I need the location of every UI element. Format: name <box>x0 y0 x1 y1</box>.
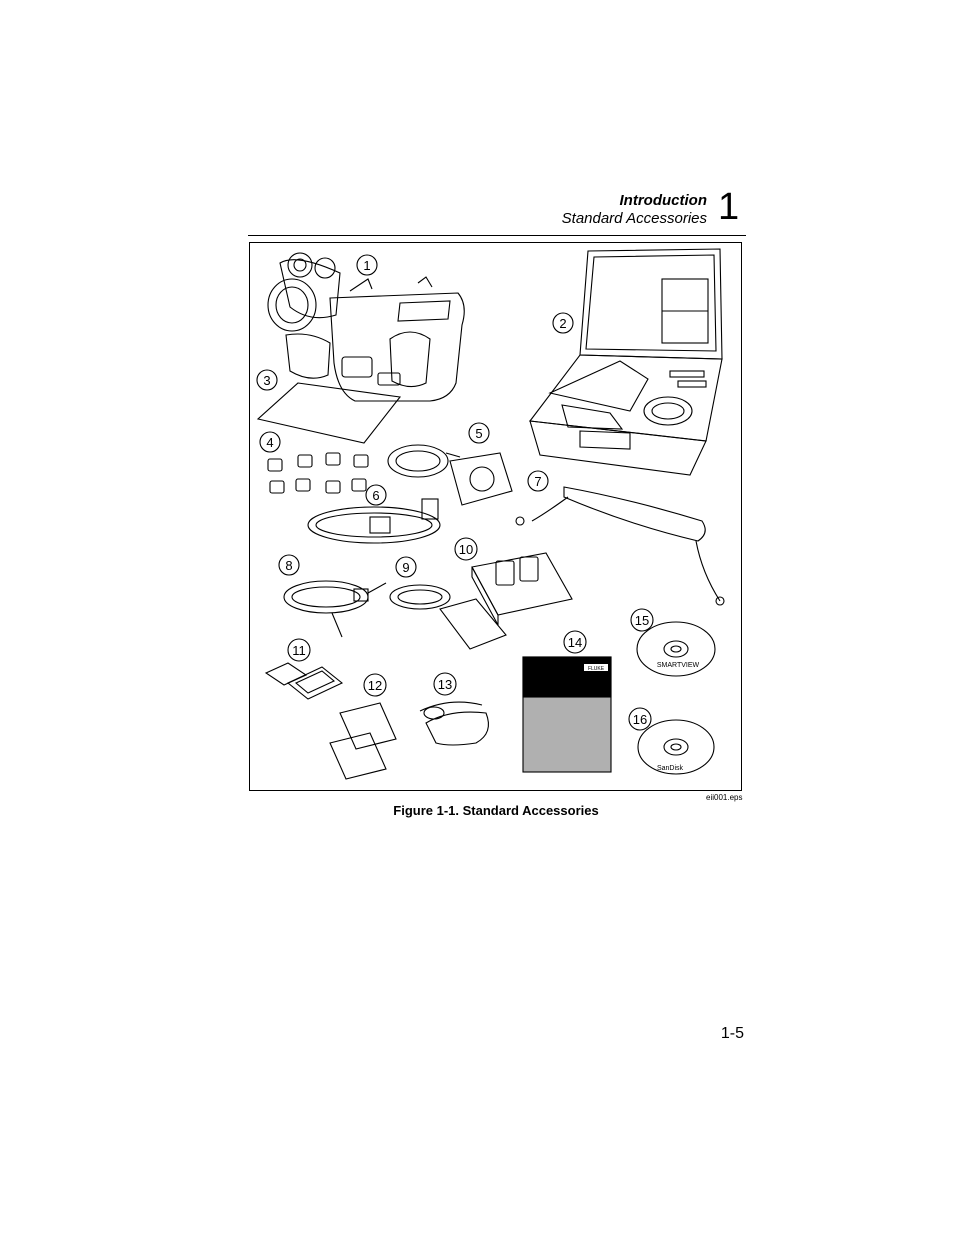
svg-text:12: 12 <box>368 678 382 693</box>
chapter-number: 1 <box>718 186 740 228</box>
callout-11: 11 <box>287 638 311 662</box>
user-manual-illustration: FLUKE <box>522 656 612 773</box>
svg-text:13: 13 <box>438 677 452 692</box>
battery-charger-illustration <box>471 552 573 626</box>
callout-9: 9 <box>395 556 417 578</box>
cd1-label-text: SMARTVIEW <box>657 662 700 669</box>
battery-pack-illustration <box>267 452 369 494</box>
figure-file-label: eii001.eps <box>706 793 743 802</box>
callout-15: 15 <box>630 608 654 632</box>
carrying-case-illustration <box>528 248 723 476</box>
line-cord-illustration <box>307 498 441 544</box>
svg-text:5: 5 <box>475 426 482 441</box>
svg-text:8: 8 <box>285 558 292 573</box>
svg-text:7: 7 <box>534 474 541 489</box>
callout-10: 10 <box>454 537 478 561</box>
header-rule <box>248 235 746 236</box>
cd2-label-text: SanDisk <box>657 765 684 772</box>
svg-text:3: 3 <box>263 373 270 388</box>
svg-text:14: 14 <box>568 635 582 650</box>
callout-3: 3 <box>256 369 278 391</box>
callout-7: 7 <box>527 470 549 492</box>
callout-5: 5 <box>468 422 490 444</box>
card-reader-illustration <box>329 702 397 780</box>
memory-card-illustration <box>264 662 344 700</box>
thermal-imager-illustration <box>267 252 465 402</box>
lens-cloth-illustration <box>256 382 402 444</box>
svg-text:10: 10 <box>459 542 473 557</box>
figure-standard-accessories: FLUKE SMARTVIEW SanDisk 1 2 3 4 5 6 7 8 … <box>249 242 742 791</box>
smartview-cd-illustration: SMARTVIEW <box>636 621 716 677</box>
callouts: 1 2 3 4 5 6 7 8 9 10 11 12 13 14 15 16 <box>256 254 654 731</box>
svg-text:16: 16 <box>633 712 647 727</box>
usb-reader-illustration <box>419 701 489 746</box>
callout-12: 12 <box>363 673 387 697</box>
callout-16: 16 <box>628 707 652 731</box>
chapter-title: Introduction <box>619 192 707 209</box>
svg-text:6: 6 <box>372 488 379 503</box>
charger-power-supply-illustration <box>389 584 507 650</box>
callout-14: 14 <box>563 630 587 654</box>
svg-text:4: 4 <box>266 435 273 450</box>
sandisk-cd-illustration: SanDisk <box>637 719 715 775</box>
callout-2: 2 <box>552 312 574 334</box>
svg-text:15: 15 <box>635 613 649 628</box>
svg-text:2: 2 <box>559 316 566 331</box>
video-cable-illustration <box>283 580 387 638</box>
svg-text:9: 9 <box>402 560 409 575</box>
callout-6: 6 <box>365 484 387 506</box>
neck-strap-illustration <box>515 486 725 606</box>
callout-1: 1 <box>356 254 378 276</box>
section-title: Standard Accessories <box>561 210 707 227</box>
power-supply-illustration <box>387 444 513 506</box>
figure-caption: Figure 1-1. Standard Accessories <box>393 803 599 818</box>
callout-8: 8 <box>278 554 300 576</box>
callout-13: 13 <box>433 672 457 696</box>
svg-text:1: 1 <box>363 258 370 273</box>
svg-text:11: 11 <box>292 643 306 658</box>
page-number: 1-5 <box>720 1025 744 1042</box>
callout-4: 4 <box>259 431 281 453</box>
manual-logo-text: FLUKE <box>588 666 605 672</box>
